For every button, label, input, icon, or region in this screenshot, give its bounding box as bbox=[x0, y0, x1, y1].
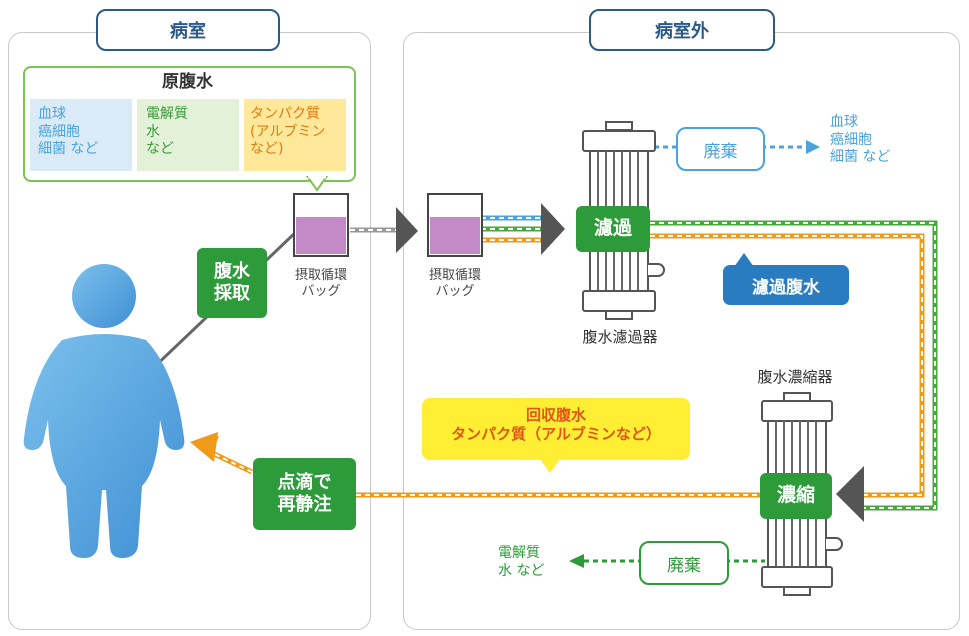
outside-room-label: 病室外 bbox=[589, 9, 775, 51]
ascites-column-blood bbox=[30, 99, 132, 171]
ascites-column-electrolytes-text: 電解質 水 など bbox=[146, 106, 188, 157]
inside-room-label: 病室 bbox=[96, 9, 280, 51]
step-infuse: 点滴で 再静注 bbox=[253, 458, 356, 530]
discard-top-items: 血球 癌細胞 細菌 など bbox=[830, 114, 891, 165]
arrow-to-concentrator bbox=[836, 466, 864, 522]
filtered-ascites-label: 濾過腹水 bbox=[723, 265, 849, 305]
collection-bag-2-icon bbox=[427, 193, 483, 257]
bag2-label: 摂取循環 バッグ bbox=[428, 268, 481, 300]
concentrator-device-label: 腹水濃縮器 bbox=[757, 368, 833, 386]
recovered-label-text: 回収腹水 タンパク質（アルブミンなど） bbox=[451, 406, 661, 443]
filter-device-label: 腹水濾過器 bbox=[582, 328, 658, 346]
arrow-to-bag2 bbox=[396, 207, 418, 253]
discard-bottom-items: 電解質 水 など bbox=[498, 545, 545, 579]
step-collect: 腹水 採取 bbox=[197, 248, 267, 318]
filtered-route bbox=[650, 220, 938, 511]
arrow-to-filter bbox=[541, 203, 565, 255]
discard-top-label: 廃棄 bbox=[676, 127, 765, 171]
step-concentrate: 濃縮 bbox=[760, 473, 832, 519]
ascites-title: 原腹水 bbox=[162, 72, 213, 92]
filter-device-icon bbox=[582, 121, 665, 320]
discard-bottom-label: 廃棄 bbox=[639, 541, 729, 585]
bag-to-filter-lines bbox=[481, 215, 543, 243]
ascites-column-protein-text: タンパク質 (アルブミン など) bbox=[250, 106, 326, 157]
bag1-label: 摂取循環 バッグ bbox=[294, 268, 347, 300]
collection-bag-1-icon bbox=[293, 193, 349, 257]
callout-pointer bbox=[305, 176, 329, 192]
patient-icon bbox=[23, 264, 185, 558]
recovered-label bbox=[422, 398, 690, 460]
recovered-label-pointer bbox=[540, 459, 560, 473]
ascites-column-blood-text: 血球 癌細胞 細菌 など bbox=[38, 106, 99, 157]
step-filter: 濾過 bbox=[576, 206, 650, 252]
filtered-label-pointer bbox=[734, 253, 754, 267]
ascites-column-electrolytes bbox=[137, 99, 239, 171]
ascites-column-protein bbox=[244, 99, 346, 171]
